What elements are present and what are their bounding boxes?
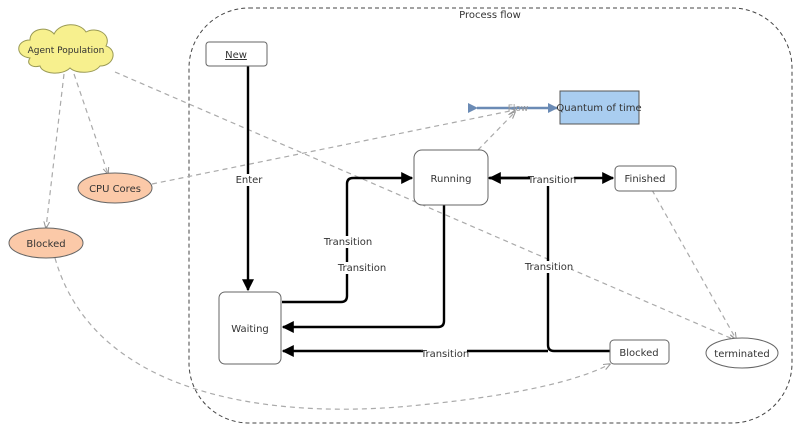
process-flow-title: Process flow (459, 10, 521, 21)
quantum-shape (559, 90, 640, 125)
edge-label-transition-1: Transition (323, 237, 372, 248)
cpu-cores-label: CPU Cores (89, 184, 141, 195)
node-terminated[interactable]: terminated (705, 337, 779, 369)
running-label: Running (431, 174, 472, 185)
edge-cpu-to-flow (151, 110, 515, 185)
edge-finished-to-terminated (651, 189, 736, 339)
edge-label-transition-4: Transition (524, 262, 573, 273)
finished-label: Finished (625, 174, 666, 185)
edge-blocked-to-blocked (54, 257, 610, 410)
node-new[interactable]: New (205, 41, 268, 67)
blocked-left-label: Blocked (26, 239, 65, 250)
blocked-right-shape (609, 339, 670, 365)
edge-label-transition-2: Transition (337, 263, 386, 274)
terminated-label: terminated (714, 349, 769, 360)
node-cpu-cores[interactable]: CPU Cores (77, 172, 153, 204)
cloud-shape (18, 24, 114, 74)
edge-label-enter: Enter (236, 175, 264, 186)
edge-agent-to-blocked (46, 73, 65, 228)
blocked-left-shape (8, 227, 84, 259)
edge-agent-to-cpu (73, 73, 108, 174)
finished-shape (614, 165, 677, 192)
node-waiting[interactable]: Waiting (218, 291, 282, 365)
edge-label-transition-3: Transition (527, 175, 576, 186)
blocked-right-label: Blocked (619, 348, 658, 359)
node-quantum-of-time[interactable]: Quantum of time (556, 90, 642, 125)
flow-label: Flow (508, 104, 529, 114)
waiting-shape (218, 291, 282, 365)
node-agent-population[interactable]: Agent Population (18, 24, 114, 74)
node-blocked-left[interactable]: Blocked (8, 227, 84, 259)
waiting-label: Waiting (231, 324, 269, 335)
running-shape (413, 149, 489, 206)
quantum-label: Quantum of time (556, 103, 641, 114)
node-blocked-right[interactable]: Blocked (609, 339, 670, 365)
edge-running-to-flow (477, 112, 515, 151)
edge-label-transition-5: Transition (420, 349, 469, 360)
node-finished[interactable]: Finished (614, 165, 677, 192)
agent-population-label: Agent Population (28, 46, 105, 56)
new-label: New (225, 50, 247, 61)
process-flow-container (188, 7, 793, 424)
terminated-shape (705, 337, 779, 369)
cpu-cores-shape (77, 172, 153, 204)
edge-agent-to-terminated (114, 71, 735, 340)
edge-running-to-waiting (281, 205, 446, 333)
node-running[interactable]: Running (413, 149, 489, 206)
new-shape (205, 41, 268, 67)
